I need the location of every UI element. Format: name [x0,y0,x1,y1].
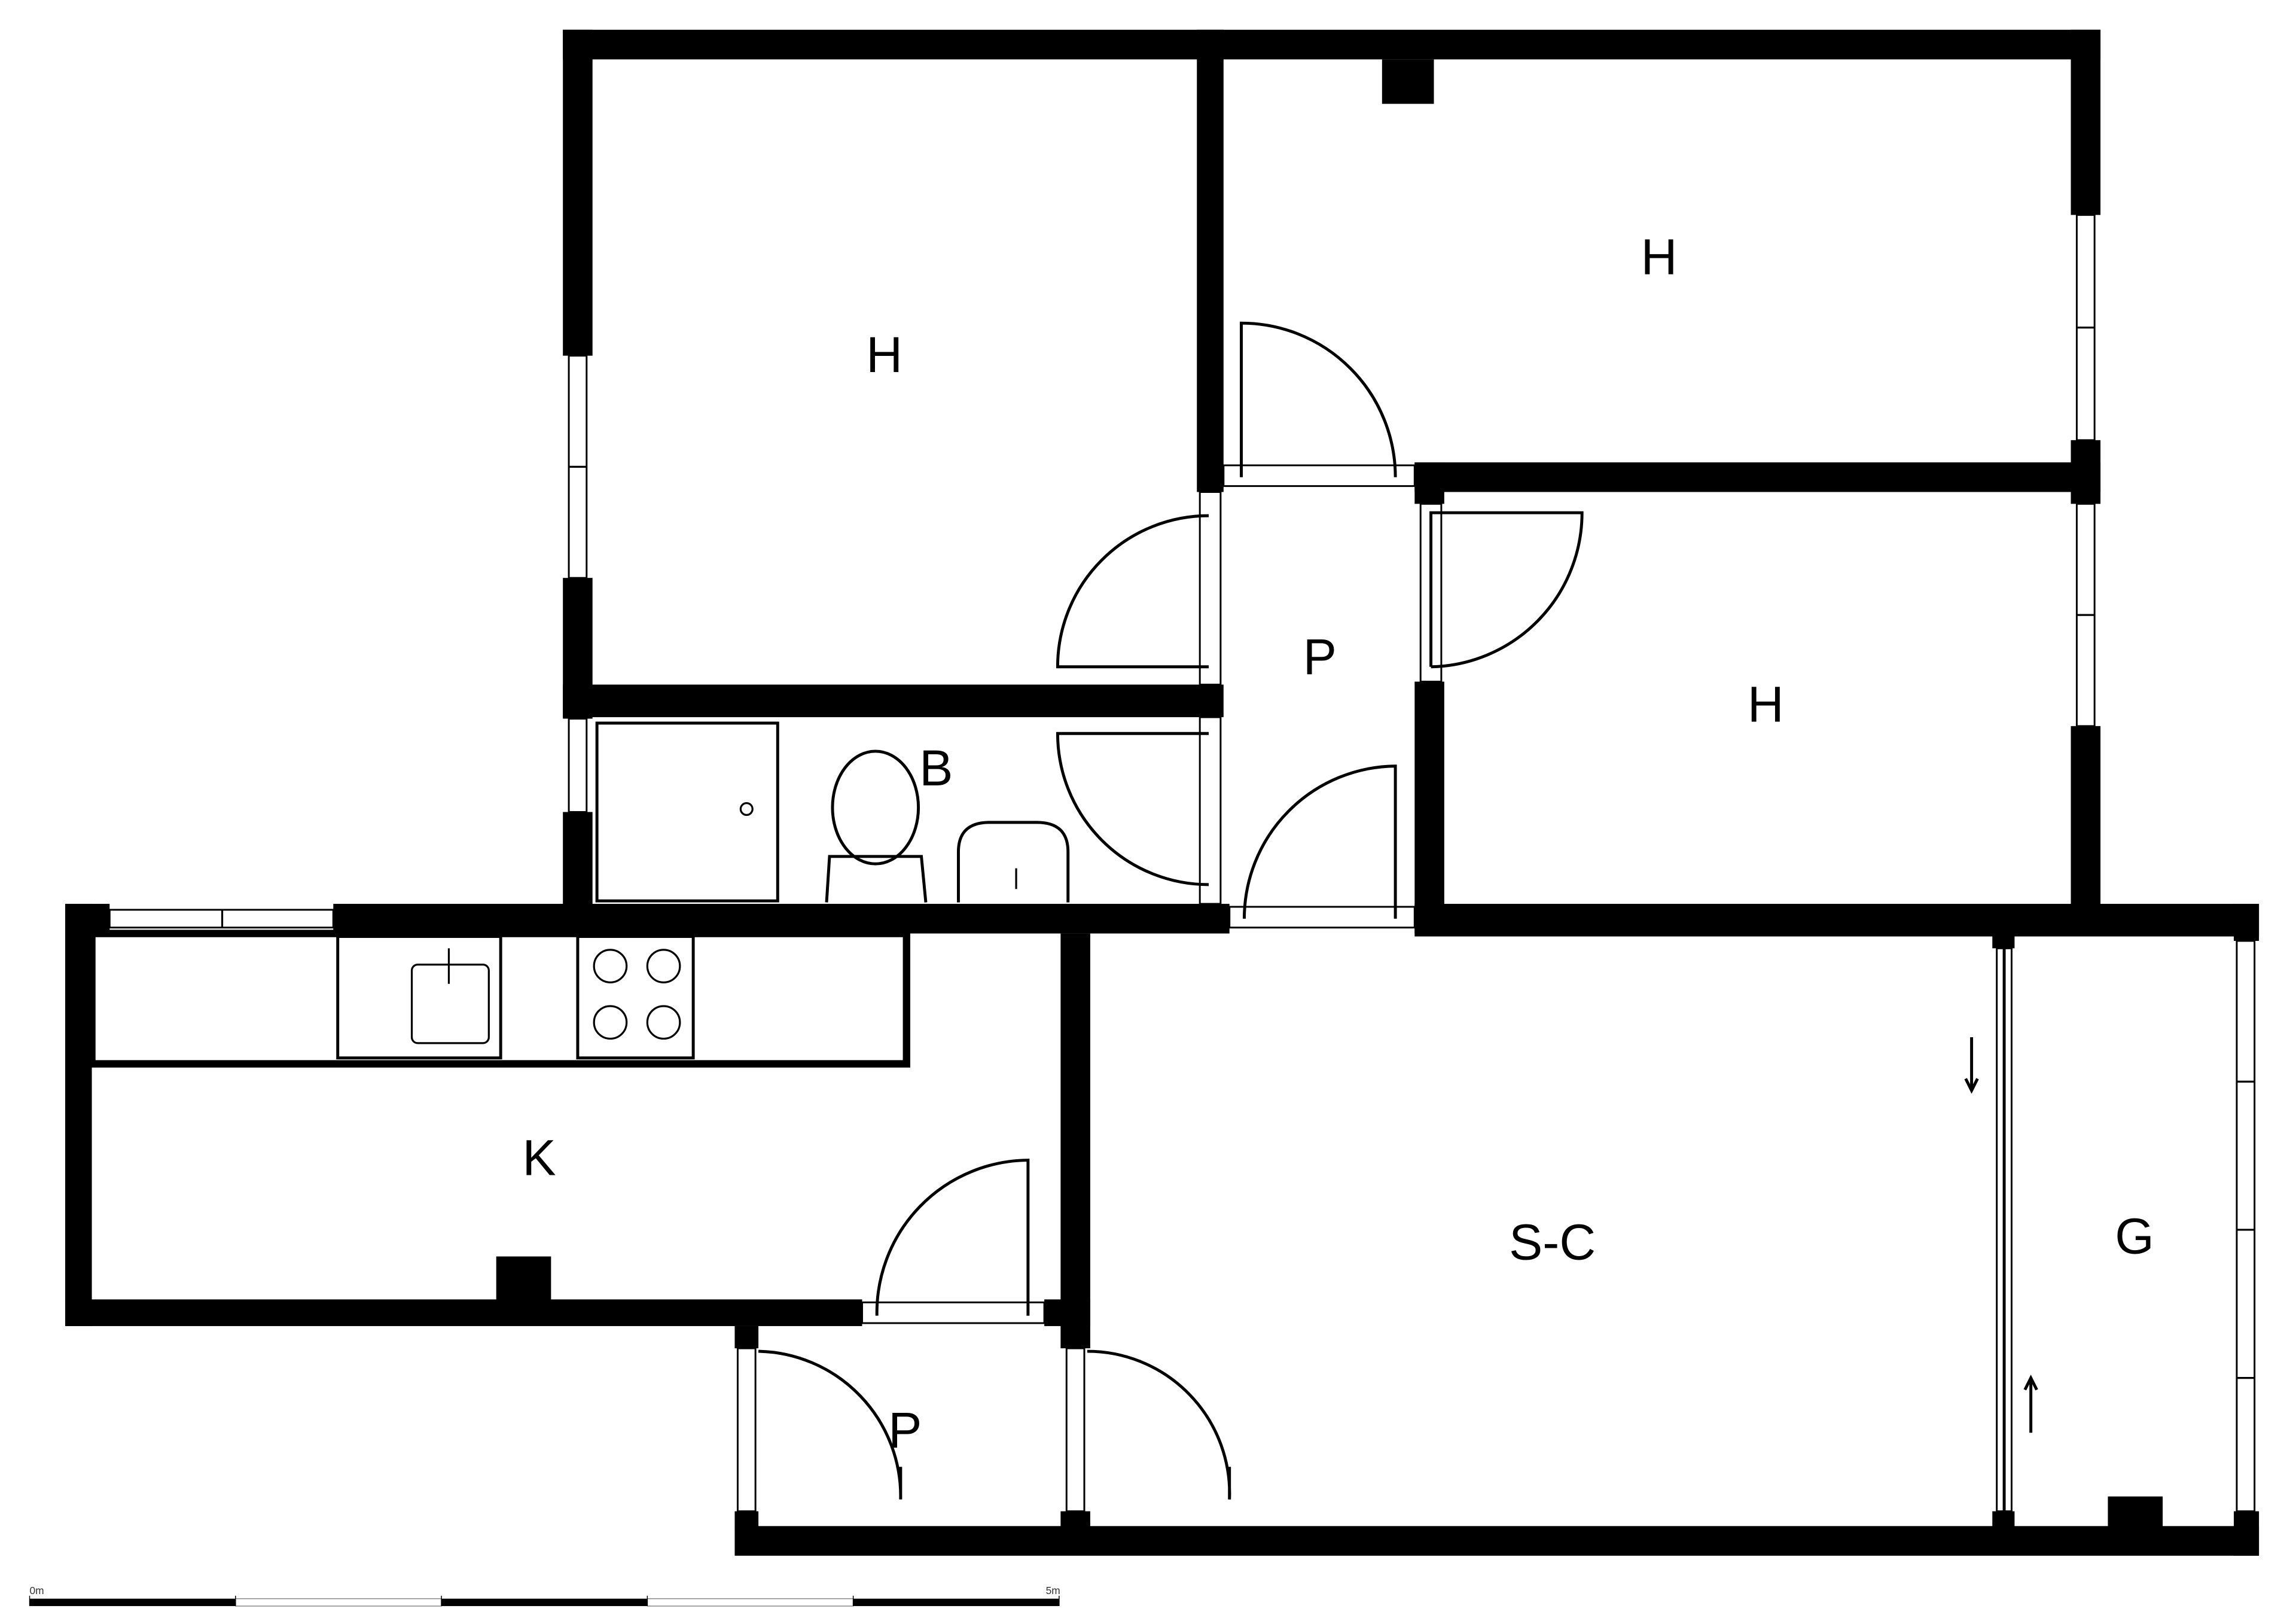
door-swing [1087,1349,1231,1500]
arrow-up-icon [2023,1375,2038,1433]
door-swing [1056,514,1209,669]
door-swing [1243,764,1397,919]
room-label: K [522,1129,556,1186]
bathroom-fixtures [595,721,1070,903]
room-label: H [1748,676,1784,732]
toilet-icon [831,749,920,866]
doors [758,321,1584,1500]
room-label: H [866,327,902,383]
washbasin-icon [956,821,1070,903]
room-label: P [1303,629,1337,685]
door-swing [1056,732,1209,886]
drain-icon [739,802,754,816]
scale-bar: 0m 5m [29,1585,1060,1607]
arrow-down-icon [1964,1037,1979,1094]
windows [108,214,2256,1513]
sliding-arrows [1964,1037,2038,1433]
room-label: S-C [1509,1214,1596,1270]
door-swing [1429,511,1584,669]
door-swing [758,1349,902,1500]
scale-end-label: 5m [1046,1585,1060,1596]
door-swing [875,1159,1030,1316]
room-label: G [2115,1208,2154,1265]
shower-tray [595,721,779,903]
stove-icon [576,935,695,1060]
kitchen-counter [88,930,910,1068]
room-label: P [888,1402,922,1458]
room-label: H [1641,228,1678,285]
walls [65,29,2260,1556]
room-labels: H H H P B K S-C G P [522,228,2154,1458]
chimney-blocks [496,59,2163,1529]
room-label: B [919,740,953,796]
scale-start-label: 0m [30,1585,44,1596]
sink-icon [336,935,502,1060]
door-swing [1240,321,1397,477]
